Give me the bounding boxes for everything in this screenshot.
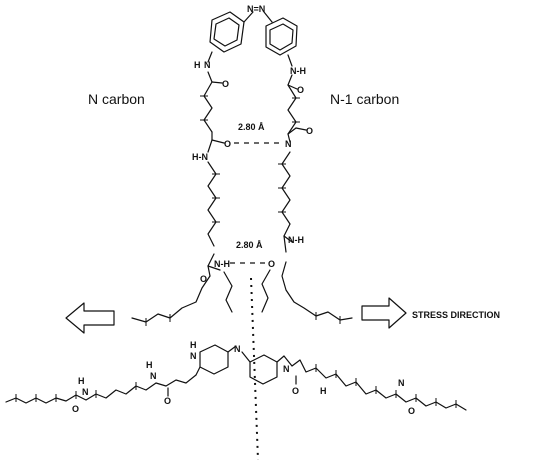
symmetry-dotted-line: [250, 277, 259, 461]
ext-o2: O: [164, 396, 171, 406]
ext-n5: N: [398, 378, 405, 388]
ext-o1: O: [72, 404, 79, 414]
upper-left-n: N: [204, 60, 211, 70]
ext-azo: N: [234, 344, 241, 354]
distance-lower-label: 2.80 Å: [236, 240, 263, 250]
upper-left-h: H: [194, 60, 201, 70]
stress-direction-label: STRESS DIRECTION: [412, 310, 500, 320]
left-chain-middle: [207, 161, 217, 247]
ext-o4: O: [408, 406, 415, 416]
azo-label: N=N: [247, 4, 265, 14]
mid-right-n: N: [285, 139, 292, 149]
left-stress-arrow: [65, 302, 115, 334]
n1-carbon-label: N-1 carbon: [330, 91, 399, 107]
upper-left-o: O: [222, 79, 229, 89]
ext-h3: H: [190, 340, 197, 350]
left-chain-upper: [203, 81, 213, 133]
upper-right-nh: N-H: [290, 66, 306, 76]
right-chain-lower: [281, 261, 353, 321]
ext-n3: N: [190, 351, 197, 361]
mid-right-o: O: [306, 126, 313, 136]
ext-n1: N: [82, 387, 89, 397]
mid-left-o: O: [224, 139, 231, 149]
left-benzene-ring: [209, 11, 245, 53]
ext-h1: H: [78, 376, 85, 386]
left-chain-lower: [131, 275, 211, 323]
distance-upper-label: 2.80 Å: [238, 122, 265, 132]
extended-chain-right: [283, 355, 467, 411]
upper-right-o: O: [297, 85, 304, 95]
right-benzene-ring: [265, 17, 298, 56]
left-benzene-inner: [213, 17, 240, 47]
low-left-nh: N-H: [214, 259, 230, 269]
lower-right-ring: [249, 354, 278, 385]
extended-chain-left: [5, 374, 197, 404]
ext-n4: N: [283, 364, 290, 374]
ext-h4: H: [320, 386, 327, 396]
right-benzene-inner: [269, 23, 294, 51]
low-right-o: O: [268, 259, 275, 269]
ext-n2: N: [150, 371, 157, 381]
n-carbon-label: N carbon: [88, 91, 145, 107]
right-stress-arrow: [361, 297, 407, 329]
low-left-o: O: [200, 274, 207, 284]
low-right-nh: N-H: [288, 235, 304, 245]
ext-o3: O: [292, 386, 299, 396]
mid-left-hn: H-N: [192, 152, 208, 162]
right-chain-upper: [287, 84, 297, 135]
ext-h2: H: [146, 360, 153, 370]
lower-left-ring: [199, 344, 229, 375]
